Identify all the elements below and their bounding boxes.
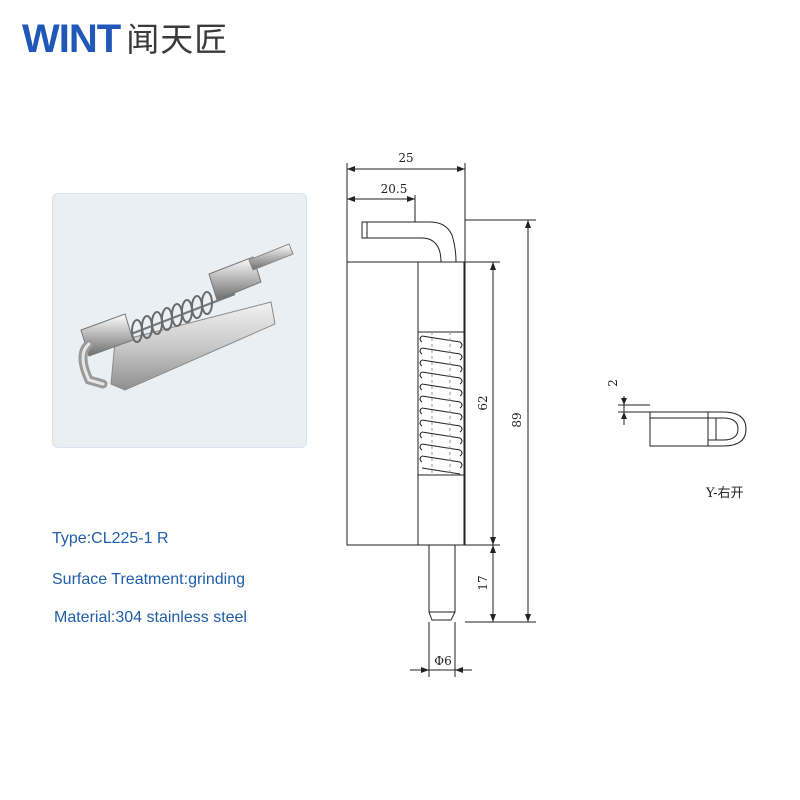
- logo-chinese-name: 闻天匠: [126, 19, 229, 59]
- dim-width-inner: 20.5: [381, 182, 408, 196]
- dim-width-total: 25: [398, 151, 413, 165]
- dim-height-total: 89: [510, 412, 524, 427]
- logo-wordmark: WINT: [22, 17, 121, 61]
- variant-label: Y-右开: [705, 486, 744, 501]
- product-type: Type:CL225-1 R: [52, 530, 169, 547]
- brand-logo: WINT 闻天匠: [22, 14, 228, 64]
- product-material: Material:304 stainless steel: [54, 609, 247, 626]
- dim-thickness: 2: [606, 379, 620, 387]
- side-view: [618, 396, 747, 447]
- dim-pin-diameter: Φ6: [434, 654, 451, 668]
- dim-height-plate: 62: [476, 395, 490, 410]
- product-photo: [52, 193, 307, 448]
- dim-pin-length: 17: [476, 575, 490, 590]
- spring-latch-photo-icon: [53, 194, 306, 447]
- product-surface-treatment: Surface Treatment:grinding: [52, 571, 245, 588]
